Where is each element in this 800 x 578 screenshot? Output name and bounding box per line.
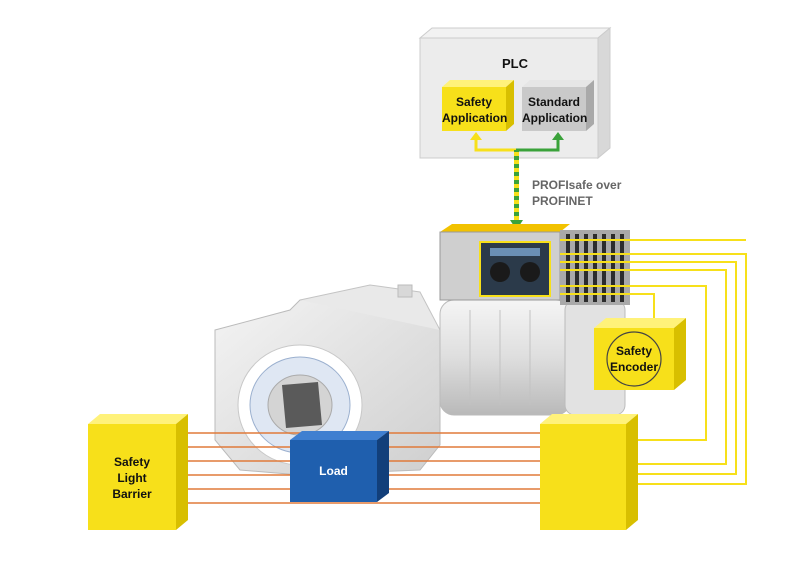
plc-internal-links xyxy=(470,132,564,152)
profisafe-label: PROFIsafe over PROFINET xyxy=(532,178,622,208)
yellow-wiring xyxy=(560,239,747,485)
standard-application-label: Standard Application xyxy=(522,95,588,125)
gearbox-illustration xyxy=(214,284,441,476)
safety-application-box xyxy=(442,80,514,131)
profisafe-cable xyxy=(510,150,523,230)
plc-title: PLC xyxy=(502,56,528,71)
safety-light-barrier-receiver xyxy=(540,414,638,530)
heat-sink xyxy=(560,230,630,305)
safety-encoder-label: Safety Encoder xyxy=(609,344,658,374)
safety-encoder-box xyxy=(594,318,686,390)
safety-light-barrier-label: Safety Light Barrier xyxy=(112,455,152,501)
standard-application-box xyxy=(522,80,594,131)
frequency-inverter xyxy=(439,224,570,301)
safety-application-label: Safety Application xyxy=(442,95,508,125)
load-box xyxy=(290,431,389,502)
load-label: Load xyxy=(319,464,348,478)
safety-light-barrier-emitter xyxy=(88,414,188,530)
